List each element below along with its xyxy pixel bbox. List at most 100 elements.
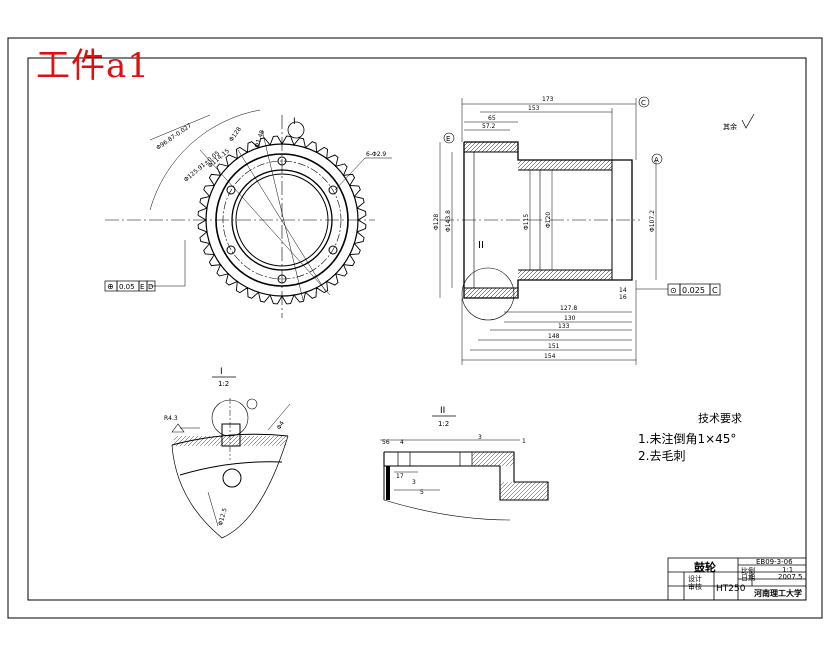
hatch-line [485,451,501,467]
hatch-line [187,435,199,447]
hatch-line [211,435,223,447]
svg-text:⊙: ⊙ [670,286,677,295]
hatch-line [607,275,613,281]
hatch-line [497,141,509,153]
hatch-line [481,141,493,153]
hatch-line [513,481,533,501]
hatch-line [559,159,571,171]
hatch-line [243,435,255,447]
hatch-line [537,489,549,501]
vdim-4: Φ120 [545,212,552,228]
hatch-line [485,287,497,299]
hatch-line [575,159,587,171]
hatch-line [505,457,515,467]
hatch-line [463,141,473,151]
hatch-line [489,451,505,467]
hatch-line [543,159,555,171]
hatch-line [465,141,477,153]
hatch-line [173,435,183,445]
hatch-line [583,269,595,281]
hatch-line [481,287,493,299]
hatch-line [481,451,497,467]
hatch-line [231,435,243,447]
detail-II-dim-5: 5 [420,489,424,496]
hatch-line [571,269,583,281]
hatch-line [517,269,523,275]
hatch-line [471,451,477,457]
hatch-line [595,269,607,281]
vdim-2: Φ143.8 [445,210,452,232]
hatch-line [551,159,563,171]
hatch-line [469,287,481,299]
date-value: 2007.5 [778,573,803,581]
detail-II-dim-1: 1 [522,438,526,445]
detail-II-dim-17: 17 [396,473,404,480]
part-name: 鼓轮 [694,561,716,574]
hatch-line [279,439,287,447]
hatch-line [521,481,541,501]
dim-hub-dia: Φ128 [228,126,243,143]
tolerance-frame-left: ⊕ 0.05 E D [104,280,156,292]
hatch-line [219,435,231,447]
detail-II [380,415,549,521]
hatch-line [567,269,579,281]
hatch-line [247,435,259,447]
hatch-line [587,159,599,171]
hatch-line [545,497,549,501]
material: HT250 [716,584,746,594]
hatch-line [523,159,535,171]
hatch-line [525,481,545,501]
hatch-line [223,435,235,447]
hatch-line [527,269,539,281]
scale-label: 比例 [741,567,755,575]
scale-value: 1:1 [782,566,794,574]
title-block [667,557,807,601]
hatch-line [607,165,613,171]
hatch-line [471,451,485,465]
hatch-line [477,451,493,467]
hatch-line [493,141,505,153]
hatch-line [535,159,547,171]
hatch-line [271,435,283,447]
hatch-line [509,143,519,153]
hatch-line [539,159,551,171]
hatch-line [505,287,517,299]
hatch-line [489,141,501,153]
dim-holes: 6-Φ2.9 [366,151,386,158]
tolerance-frame-right: ⊙ 0.025 C [667,283,721,296]
hatch-line [477,287,489,299]
hatch-line [583,159,595,171]
hatch-line [563,159,575,171]
dim-173: 173 [542,96,554,103]
hatch-line [493,451,509,467]
designer-label: 设计 [688,575,702,583]
drawing-number: EB09-3-06 [756,558,793,566]
hatch-line [463,141,469,147]
side-dim-2: 16 [619,294,627,301]
end-view [105,109,392,318]
hatch-line [239,435,251,447]
svg-text:C: C [712,286,718,295]
tech-req-item-2: 2.去毛刺 [638,449,686,463]
hatch-line [501,141,513,153]
hatch-line [173,435,179,441]
datum-E: E [446,135,450,143]
hatch-line [471,451,481,461]
roughness-note: 其余 [723,122,737,131]
hatch-line [493,287,505,299]
detail-I-dim-r: R4.3 [164,415,178,422]
hatch-line [263,435,275,447]
hatch-line [513,293,519,299]
hatch-line [603,161,613,171]
detail-II-dim-3: 3 [478,434,482,441]
hatch-line [473,451,489,467]
hatch-line [547,159,559,171]
datum-A: A [654,156,659,164]
dim-pitch-dia: Φ125.91±0.05 [183,150,221,184]
hatch-line [469,141,481,153]
hatch-line [473,141,485,153]
detail-II-dim-56: 56 [382,439,390,446]
dim-65: 65 [488,115,496,122]
hatch-line [473,287,485,299]
detail-I-scale: 1:2 [218,380,229,388]
